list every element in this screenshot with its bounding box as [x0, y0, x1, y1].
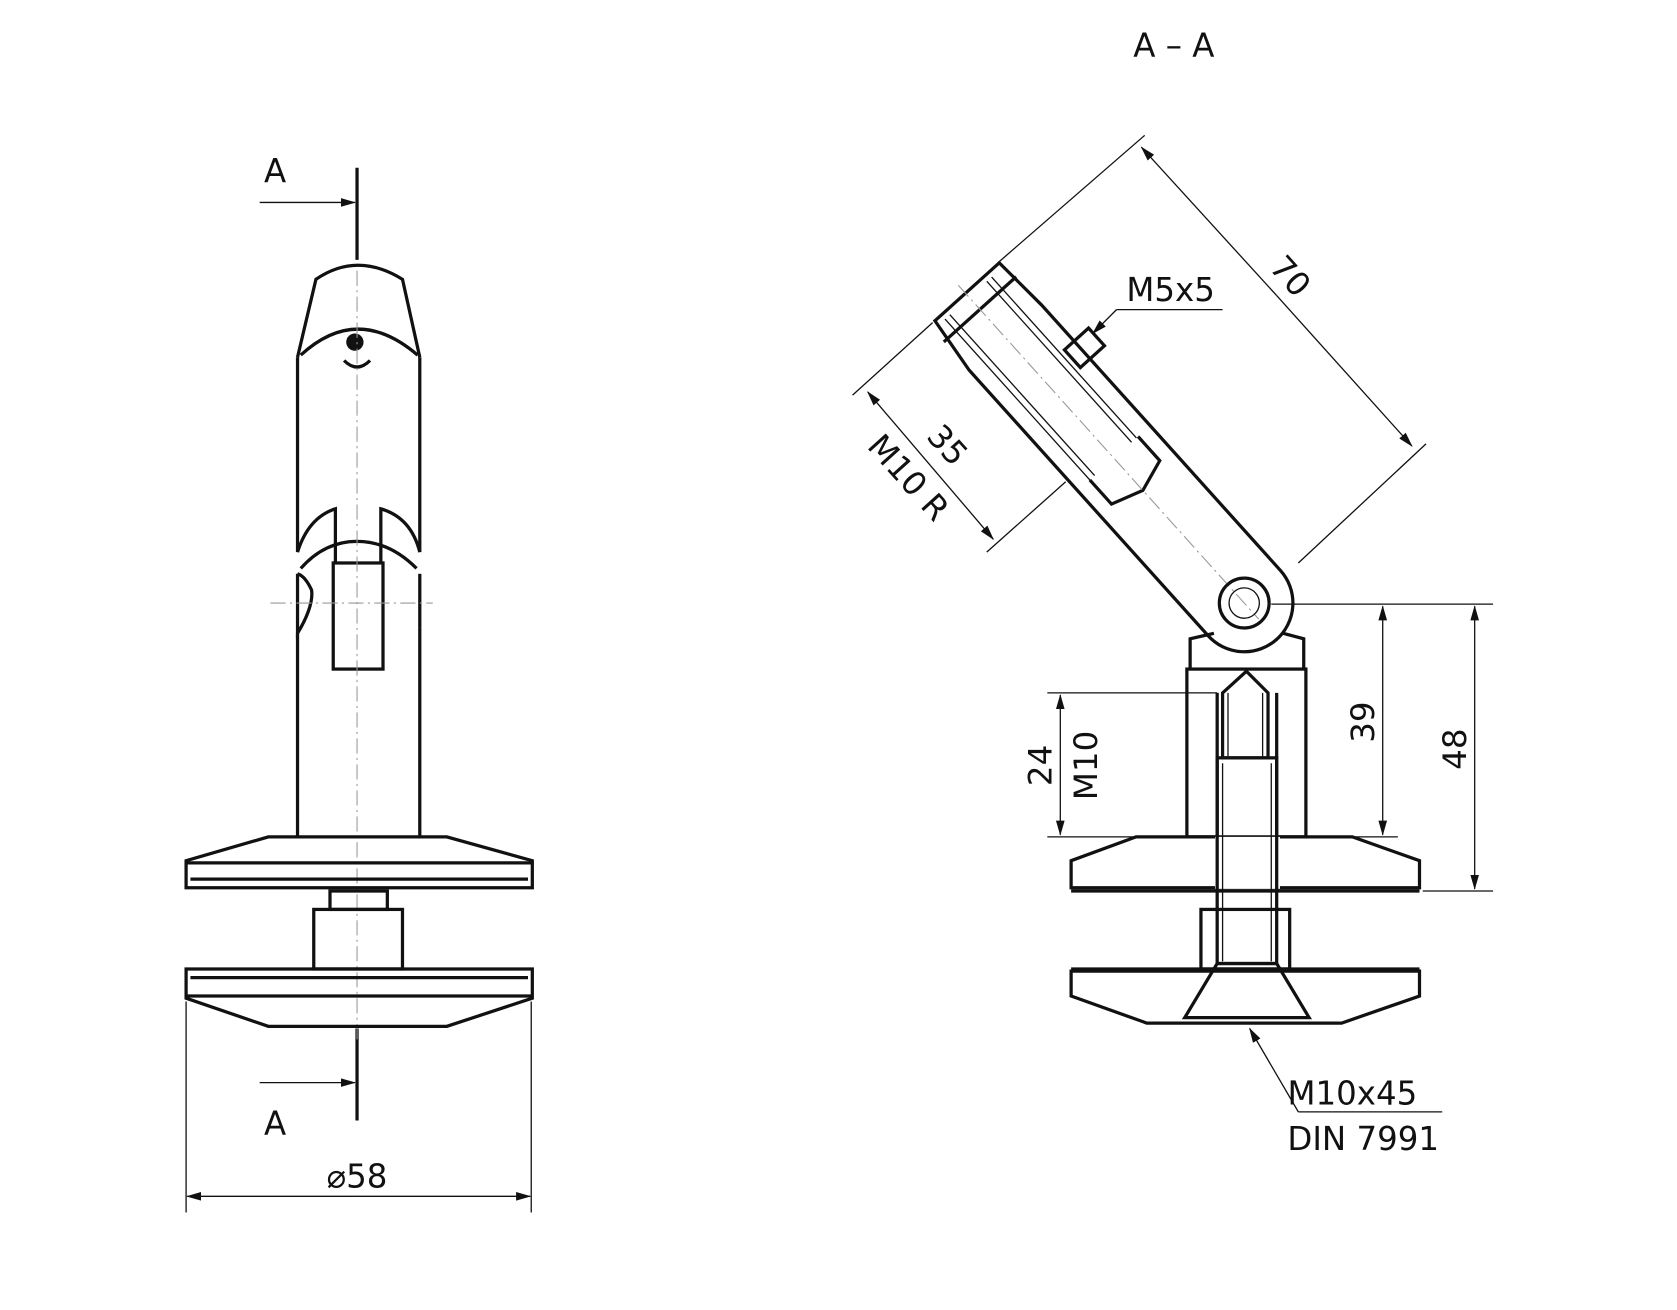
arm-cap: [295, 263, 422, 358]
dim-24: 24: [1022, 745, 1060, 786]
bottom-disc: [184, 967, 534, 1028]
dim-35: 35: [919, 417, 975, 473]
bolt-standard-label: DIN 7991: [1287, 1120, 1439, 1158]
tilted-arm: [932, 260, 1295, 654]
dim-70: 70: [1262, 248, 1318, 304]
section-marker-bottom: A: [264, 1105, 286, 1143]
section-view: A – A: [852, 26, 1494, 1158]
diameter-dimension: ⌀58: [327, 1158, 388, 1196]
dim-48: 48: [1436, 729, 1474, 770]
bore-thread-label: M10: [1067, 731, 1105, 800]
front-view: A A ⌀58: [184, 152, 534, 1213]
dim-39: 39: [1344, 701, 1382, 742]
countersunk-bolt: [1181, 756, 1313, 1020]
top-disc: [184, 835, 534, 890]
section-bottom-disc: [1069, 969, 1422, 1025]
section-marker-top: A: [264, 152, 286, 190]
set-screw-label: M5x5: [1126, 271, 1214, 309]
bolt-size-label: M10x45: [1288, 1074, 1418, 1112]
section-title: A – A: [1133, 26, 1214, 64]
